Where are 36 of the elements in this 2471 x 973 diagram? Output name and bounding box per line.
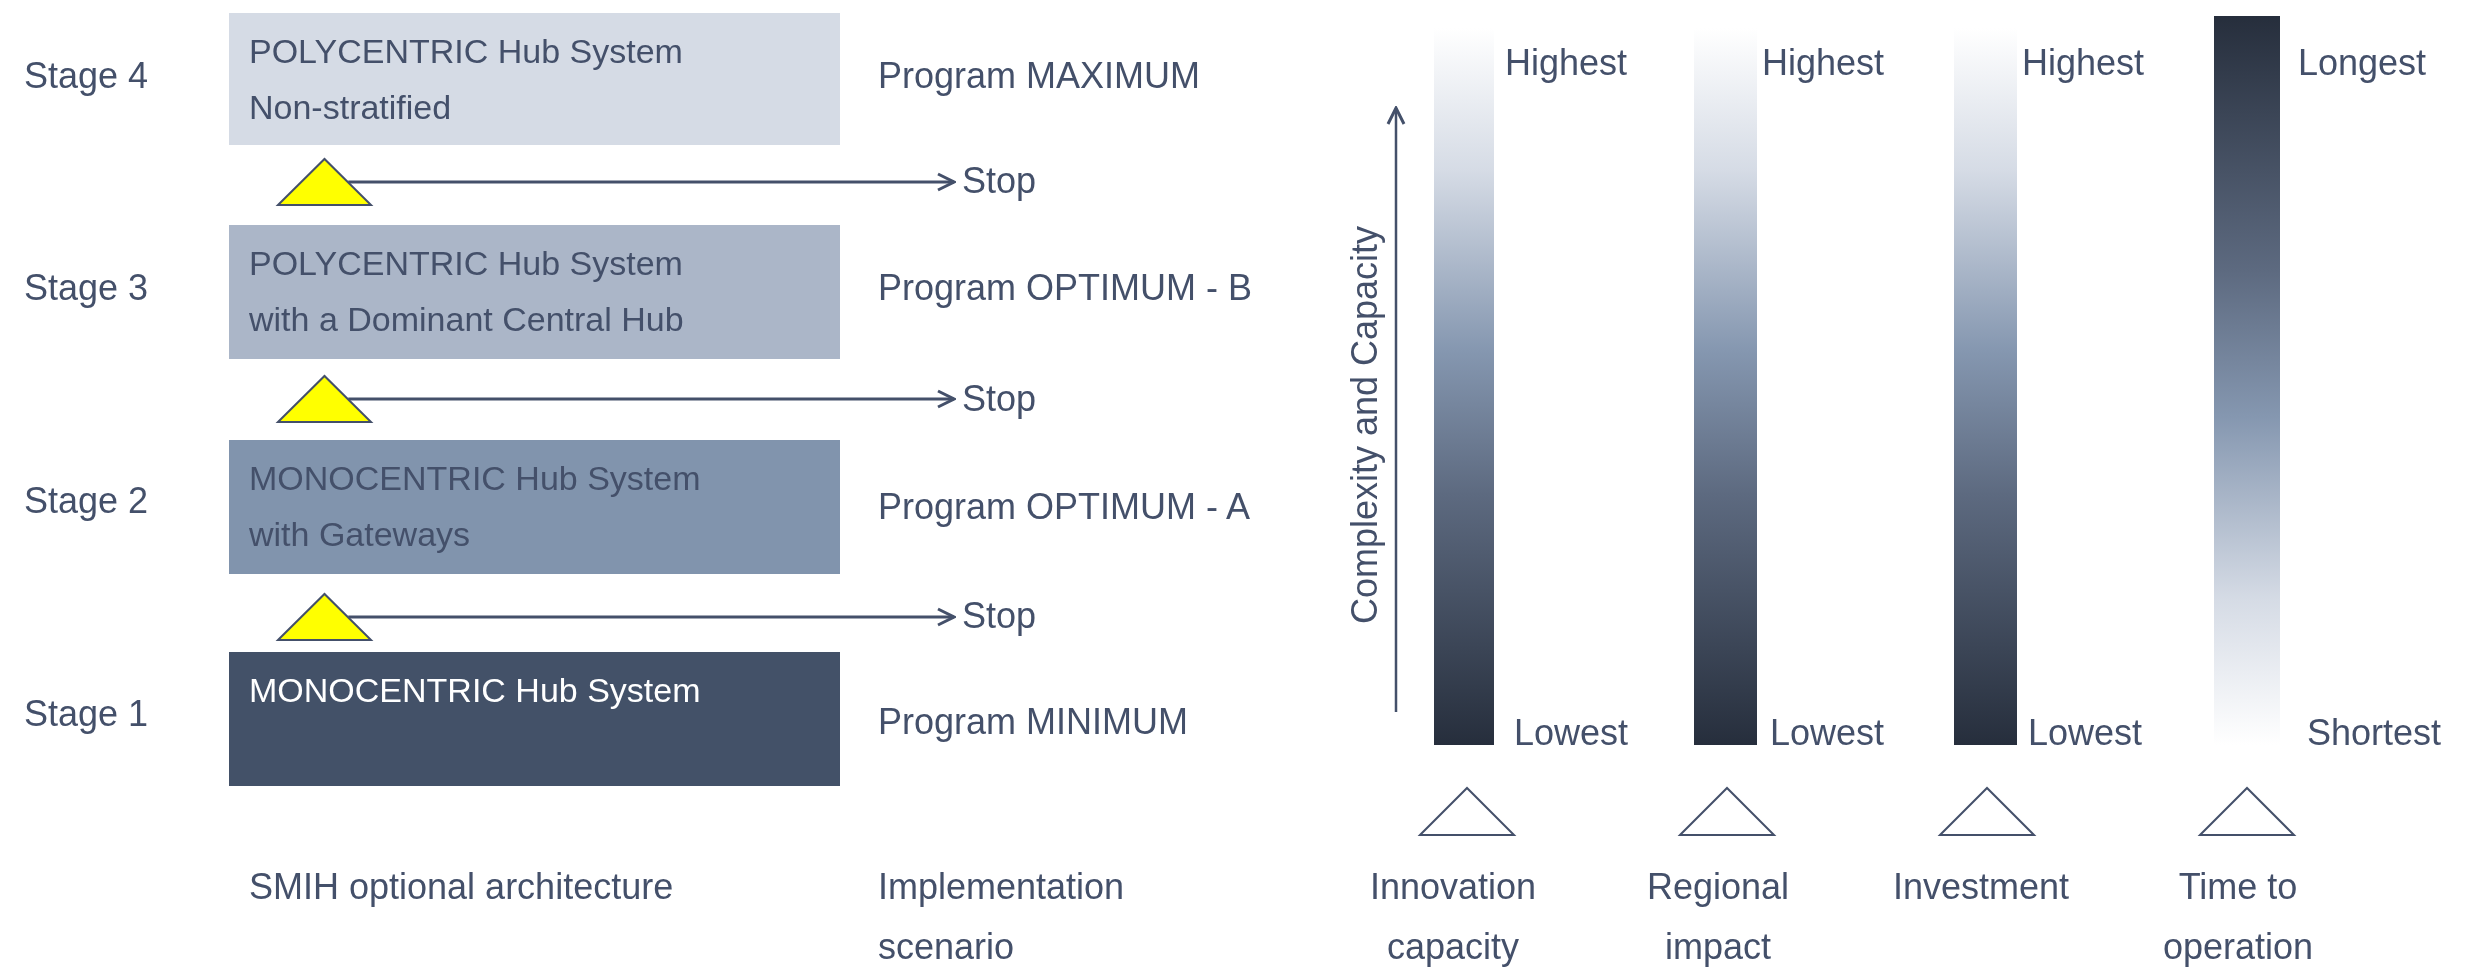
triangle-marker [277, 375, 372, 423]
scale-label: Lowest [1770, 711, 1885, 755]
scale-label: Lowest [2028, 711, 2143, 755]
caption-text: Investment [1891, 865, 2071, 909]
scenario-label: Program MAXIMUM [878, 54, 1201, 98]
stage-label: Stage 1 [24, 692, 149, 736]
stop-text: Stop [962, 159, 1037, 203]
scale-label: Lowest [1514, 711, 1629, 755]
caption-text: SMIH optional architecture [249, 865, 674, 909]
scale-label: Highest [1505, 41, 1628, 85]
scenario-label: Program MINIMUM [878, 700, 1188, 744]
stage-box: POLYCENTRIC Hub System with a Dominant Central Hub [229, 225, 840, 359]
stage-box: POLYCENTRIC Hub System Non-stratified [229, 13, 840, 145]
stage-label: Stage 2 [24, 479, 149, 523]
stage-label: Stage 3 [24, 266, 149, 310]
stop-text: Stop [962, 377, 1037, 421]
caption-text: Innovation capacity [1368, 865, 1538, 969]
scenario-label: Program OPTIMUM - B [878, 266, 1253, 310]
stage-box: MONOCENTRIC Hub System [229, 652, 840, 786]
stage-label: Stage 4 [24, 54, 149, 98]
stage-box: MONOCENTRIC Hub System with Gateways [229, 440, 840, 574]
caption-text: Time to operation [2161, 865, 2315, 969]
scenario-label: Program OPTIMUM - A [878, 485, 1251, 529]
triangle-marker [277, 593, 372, 641]
triangle-marker [277, 158, 372, 206]
scale-label: Highest [1762, 41, 1885, 85]
stop-text: Stop [962, 594, 1037, 638]
caption-text: Implementation scenario [878, 865, 1126, 969]
axis-label: Complexity and Capacity [1343, 225, 1386, 625]
arrow [348, 389, 956, 409]
scale-label: Shortest [2307, 711, 2442, 755]
caption-text: Regional impact [1645, 865, 1791, 969]
arrow [348, 607, 956, 627]
arrow [348, 172, 956, 192]
scale-label: Highest [2022, 41, 2145, 85]
scale-label: Longest [2298, 41, 2427, 85]
